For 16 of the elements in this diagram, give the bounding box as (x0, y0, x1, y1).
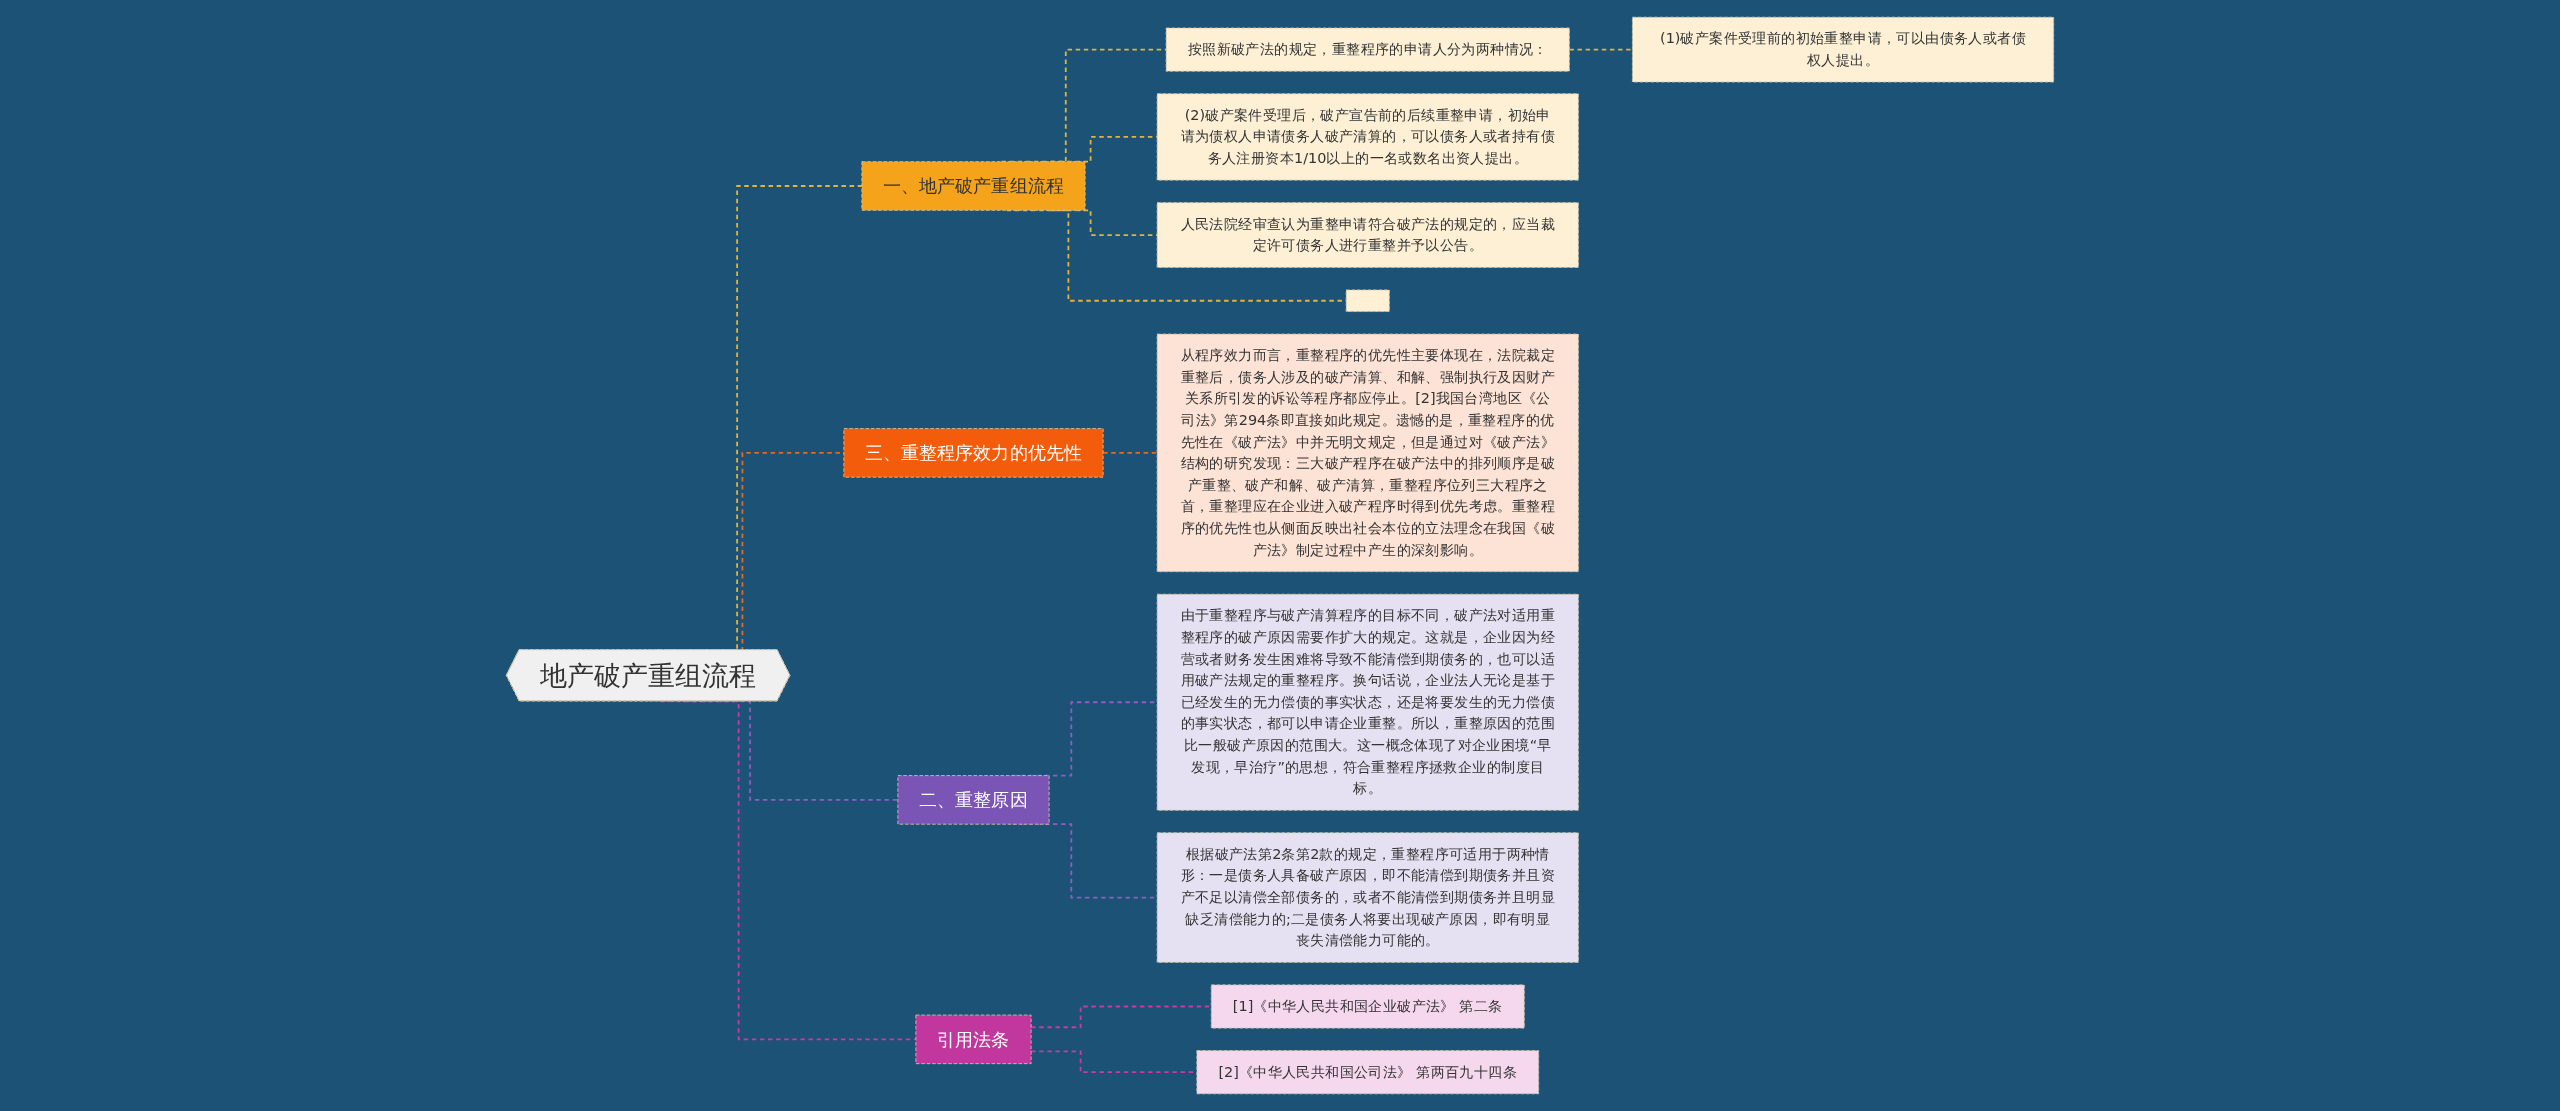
node-box: 从程序效力而言，重整程序的优先性主要体现在，法院裁定重整后，债务人涉及的破产清算、和解、强制执行及因财产关系所引发的诉讼等程序都应停止。[2]我国台湾地区《公司法》第294条即直接如此规定。遗憾的是，重整程序的优先性在《破产法》中并无明文规定，但是通过对《破产法》结构的研究发现：三大破产程序在破产法中的排列顺序是破产重整、破产和解、破产清算，重整程序位列三大程序之首，重整理应在企业进入破产程序时得到优先考虑。重整程序的优先性也从侧面反映出社会本位的立法理念在我国《破产法》制定过程中产生的深刻影响。 (1156, 333, 1579, 573)
node-box: 由于重整程序与破产清算程序的目标不同，破产法对适用重整程序的破产原因需要作扩大的规定。这就是，企业因为经营或者财务发生困难将导致不能清偿到期债务的，也可以适用破产法规定的重整程序。换句话说，企业法人无论是基于已经发生的无力偿债的事实状态，还是将要发生的无力偿债的事实状态，都可以申请企业重整。所以，重整原因的范围比一般破产原因的范围大。这一概念体现了对企业困境“早发现，早治疗”的思想，符合重整程序拯救企业的制度目标。 (1156, 593, 1579, 811)
node-box: (2)破产案件受理后，破产宣告前的后续重整申请，初始申请为债权人申请债务人破产清算的，可以债务人或者持有债务人注册资本1/10以上的一名或数名出资人提出。 (1156, 93, 1579, 181)
node-box: [1]《中华人民共和国企业破产法》 第二条 (1210, 984, 1525, 1029)
node-box: 二、重整原因 (897, 775, 1050, 825)
node-box: 引用法条 (915, 1014, 1032, 1065)
connector (1568, 48, 1634, 51)
node-box: (1)破产案件受理前的初始重整申请，可以由债务人或者债权人提出。 (1631, 16, 2055, 83)
connector (1102, 452, 1159, 454)
node-box (1345, 289, 1390, 312)
node-box: 一、地产破产重组流程 (861, 161, 1086, 211)
node-box: 按照新破产法的规定，重整程序的申请人分为两种情况： (1165, 27, 1570, 72)
node-box: 三、重整程序效力的优先性 (843, 428, 1104, 478)
node-box: [2]《中华人民共和国公司法》 第两百九十四条 (1196, 1050, 1540, 1095)
node-box: 人民法院经审查认为重整申请符合破产法的规定的，应当裁定许可债务人进行重整并予以公告。 (1156, 202, 1579, 268)
node-box: 根据破产法第2条第2款的规定，重整程序可适用于两种情形：一是债务人具备破产原因，即不能清偿到期债务并且资产不足以清偿全部债务的，或者不能清偿到期债务并且明显缺乏清偿能力的;二是债务人将要出现破产原因，即有明显丧失清偿能力可能的。 (1156, 832, 1579, 963)
